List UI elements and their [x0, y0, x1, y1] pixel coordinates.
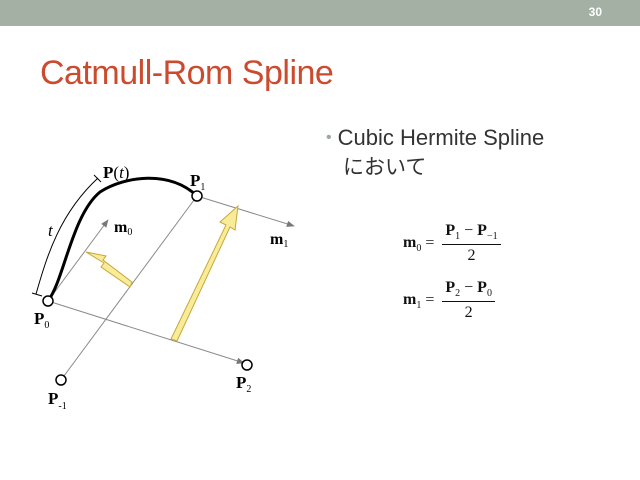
t-bracket-tick-top [93, 174, 102, 183]
yellow-arrow-m0 [85, 251, 133, 288]
formula-m1: m1 = P2 − P0 2 [403, 279, 495, 322]
yellow-arrow-m1 [170, 204, 239, 342]
bullet-line-2: において [343, 155, 427, 179]
bullet-dot: • [326, 129, 332, 146]
formula-m0-lhs: m0 [403, 234, 422, 255]
formula-m0-fraction: P1 − P−1 2 [442, 222, 501, 265]
formula-m0-denominator: 2 [467, 247, 476, 265]
formula-m1-numerator: P2 − P0 [442, 279, 495, 303]
formula-m1-fraction: P2 − P0 2 [442, 279, 495, 322]
tangent-m0-line [47, 219, 109, 302]
label-m1: m1 [270, 231, 288, 250]
formula-m0: m0 = P1 − P−1 2 [403, 222, 501, 265]
point-p2 [241, 359, 253, 371]
label-m0: m0 [114, 219, 132, 238]
bullet-line-1: Cubic Hermite Spline [337, 125, 545, 150]
spline-curve [46, 176, 199, 302]
point-p0 [42, 295, 54, 307]
bullet-item: • Cubic Hermite Spline において [326, 124, 616, 181]
slide-title: Catmull-Rom Spline [40, 54, 334, 92]
line-pm1-to-p1 [60, 195, 198, 381]
label-pm1: P-1 [48, 389, 67, 412]
formula-m1-eq: = [425, 291, 435, 309]
tangent-m1-line [196, 195, 295, 227]
label-pt: P(t) [103, 163, 129, 182]
line-p0-to-p2 [47, 300, 245, 364]
formula-m1-denominator: 2 [464, 304, 473, 322]
point-p1 [191, 190, 203, 202]
t-bracket-tick-bottom [31, 292, 43, 297]
slide-number: 30 [588, 5, 602, 19]
label-p0: P0 [34, 309, 49, 331]
t-bracket [35, 177, 99, 295]
formula-m0-numerator: P1 − P−1 [442, 222, 501, 246]
point-pm1 [55, 374, 67, 386]
formula-m1-lhs: m1 [403, 291, 422, 312]
label-p2: P2 [236, 373, 251, 395]
label-p1: P1 [190, 171, 205, 193]
formula-m0-eq: = [425, 234, 435, 252]
label-t: t [48, 221, 54, 240]
top-bar: 30 [0, 0, 640, 26]
